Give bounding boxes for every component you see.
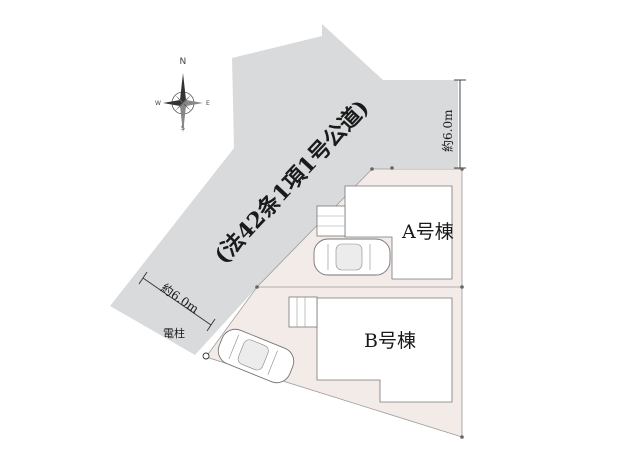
lot-b-label: B号棟 <box>364 330 416 352</box>
road-width-north: 約6.0m <box>440 79 466 169</box>
lot-a-label: A号棟 <box>401 221 454 243</box>
lot-a-entrance <box>316 205 346 237</box>
car-icon <box>217 328 295 384</box>
compass-rose-icon: N S E W <box>155 57 210 133</box>
boundary-markers <box>255 166 464 439</box>
car-icon <box>313 238 391 276</box>
utility-pole-label: 電柱 <box>163 326 185 340</box>
lot-b-entrance <box>288 296 318 328</box>
lot-a-building <box>344 185 453 280</box>
compass-north-label: N <box>180 57 187 67</box>
compass-south-label: S <box>181 125 185 132</box>
public-road <box>110 24 458 355</box>
compass-east-label: E <box>206 100 210 107</box>
lot-b-building <box>316 297 453 403</box>
compass-west-label: W <box>155 100 161 107</box>
utility-pole-icon <box>202 352 210 360</box>
road-width-north-label: 約6.0m <box>440 109 455 152</box>
